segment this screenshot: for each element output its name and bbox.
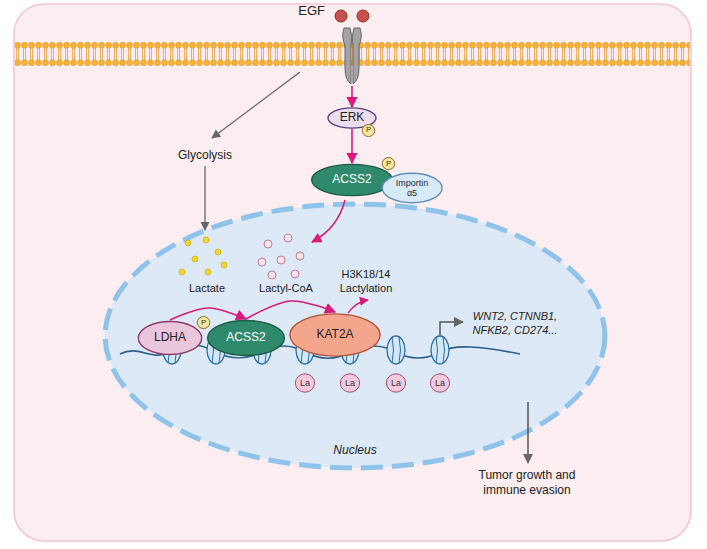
modification-label: H3K18/14 Lactylation xyxy=(330,268,402,296)
acetyltransferase-ellipse: KAT2A xyxy=(288,312,382,358)
pathway-arrow xyxy=(351,129,353,163)
enzyme-ellipse: ACSS2 P xyxy=(310,163,394,197)
phospho-circle: P xyxy=(362,124,375,137)
enzyme-ellipse: LDHA P xyxy=(137,320,203,356)
node-label: La xyxy=(435,379,445,388)
node-label: P xyxy=(201,319,206,327)
kinase-ellipse: ERKP xyxy=(327,107,377,129)
pathway-arrow xyxy=(246,301,335,319)
node-label: La xyxy=(300,379,310,388)
ligand-label: EGF xyxy=(277,4,325,19)
cell-panel xyxy=(14,4,691,541)
nucleosomes xyxy=(163,336,449,364)
metabolite-label: Lactyl-CoA xyxy=(250,282,322,296)
node-label: La xyxy=(391,379,401,388)
lactyl-mark: La xyxy=(430,373,450,393)
signal-arrow xyxy=(212,72,300,138)
pathway-arrow xyxy=(170,308,246,320)
lactyl-mark: La xyxy=(340,373,360,393)
importin-ellipse: Importin α5 xyxy=(381,172,443,204)
node-label: ACSS2 xyxy=(332,173,371,187)
transcription-arrow xyxy=(440,322,463,336)
node-label: KAT2A xyxy=(316,328,353,342)
gene-list: WNT2, CTNNB1, NFKB2, CD274... xyxy=(468,310,562,338)
node-label: ACSS2 xyxy=(226,331,265,345)
pathway-arrow xyxy=(351,86,353,107)
lactyl-coa-molecules xyxy=(258,234,304,279)
import-arrow xyxy=(312,200,345,242)
node-label: Importin α5 xyxy=(391,178,433,199)
flow-arrow xyxy=(204,166,205,230)
lactylation-arrow xyxy=(348,300,368,313)
enzyme-ellipse: ACSS2 xyxy=(206,319,286,357)
egf-receptor-outline xyxy=(333,6,371,86)
lactyl-mark: La xyxy=(295,373,315,393)
node-label: ERK xyxy=(340,111,365,125)
nucleus-region: Nucleus LDHA P ACSS2 KAT2A La La La La xyxy=(100,200,610,472)
node-label: La xyxy=(345,379,355,388)
outcome-arrow xyxy=(527,402,529,463)
lactyl-mark: La xyxy=(386,373,406,393)
process-label: Glycolysis xyxy=(160,148,250,163)
phospho-circle: P xyxy=(382,157,395,170)
node-label: Nucleus xyxy=(333,444,376,458)
egf-receptor: EGF xyxy=(333,6,371,86)
lactate-molecules xyxy=(179,237,227,275)
node-label: P xyxy=(386,160,391,168)
node-label: LDHA xyxy=(154,331,186,345)
phospho-circle: P xyxy=(197,316,210,329)
outcome-label: Tumor growth and immune evasion xyxy=(467,468,587,498)
node-label: P xyxy=(366,126,371,134)
metabolite-label: Lactate xyxy=(175,282,239,296)
